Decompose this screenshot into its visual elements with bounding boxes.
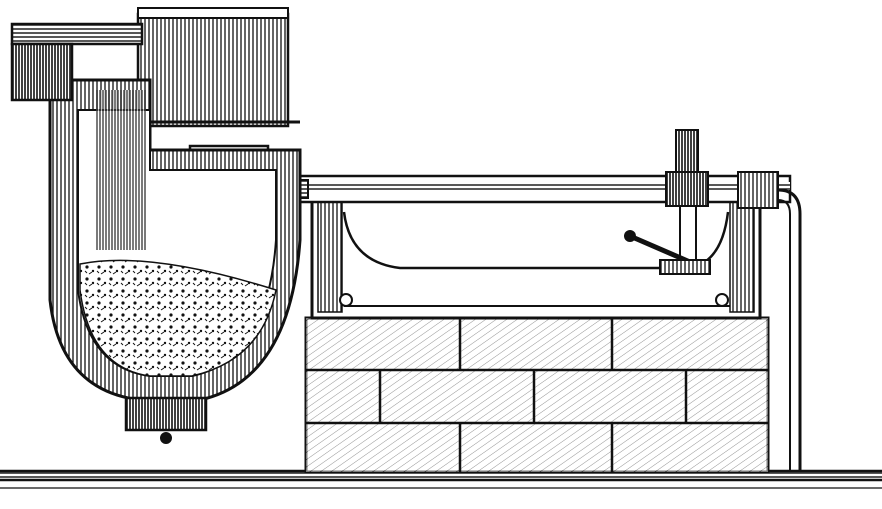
valve [624,129,711,275]
pipe [777,188,802,470]
drum [136,7,300,128]
elbow-vessel [48,78,302,402]
masonry-base [304,316,770,474]
inlet-flange [10,22,144,102]
shaft [298,171,792,209]
bottom-outlet [124,396,208,444]
